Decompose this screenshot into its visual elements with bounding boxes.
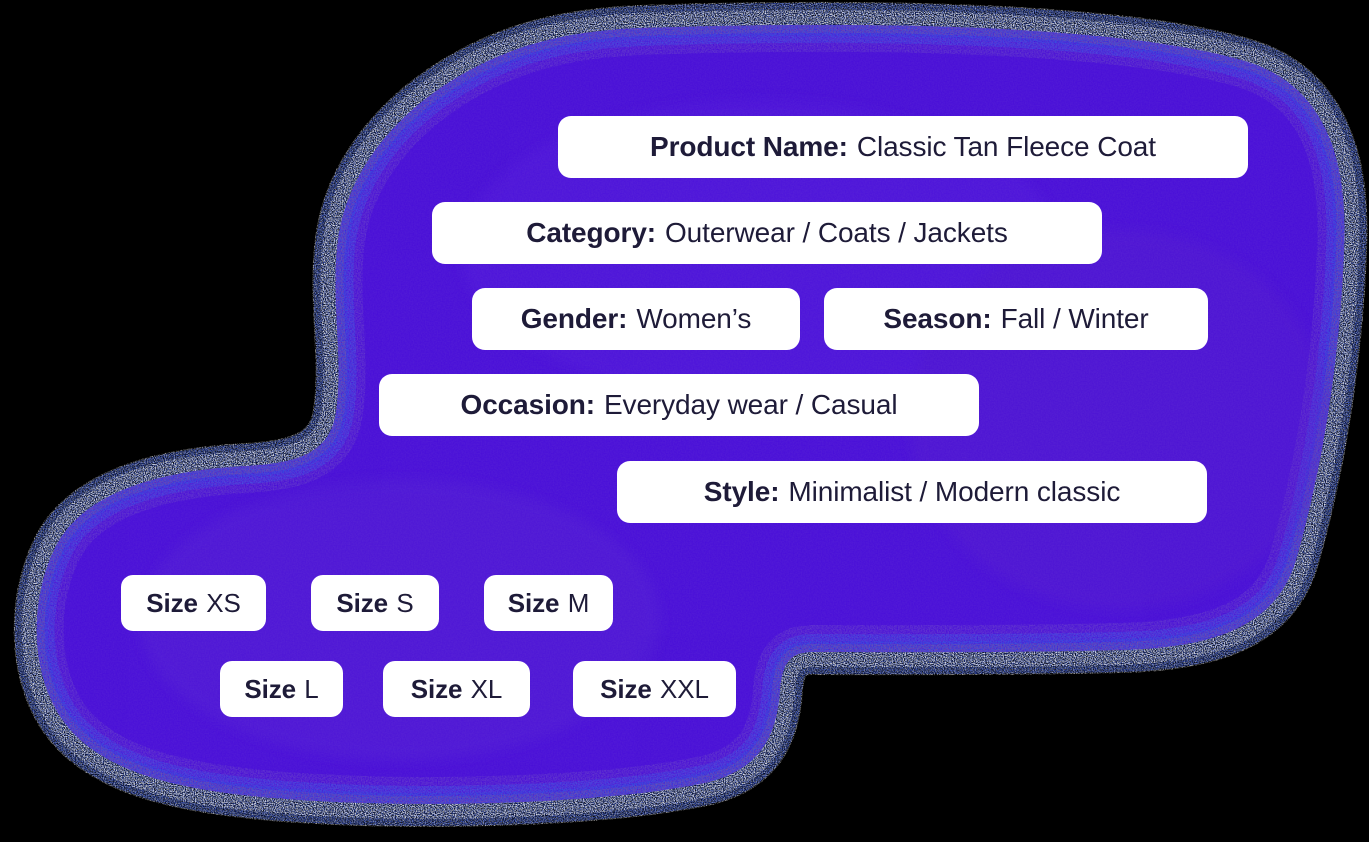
attribute-pill-product-name[interactable]: Product Name: Classic Tan Fleece Coat (558, 116, 1248, 178)
attribute-value-gender: Women’s (636, 303, 752, 334)
attribute-pill-category[interactable]: Category:Outerwear / Coats / Jackets (432, 202, 1102, 264)
size-chip-value: XS (206, 587, 241, 618)
attribute-value-style: Minimalist / Modern classic (788, 476, 1121, 507)
size-chip-value: M (567, 587, 590, 618)
attribute-label-product-name: Product Name: (650, 131, 848, 162)
size-chip-label: Size (410, 673, 463, 704)
size-chip-xs[interactable]: Size XS (121, 575, 266, 631)
size-chip-l[interactable]: Size L (220, 661, 343, 717)
size-chip-label: Size (244, 673, 296, 704)
size-chip-label: Size (600, 673, 652, 704)
size-chip-value: XL (470, 673, 503, 704)
attribute-value-occasion: Everyday wear / Casual (603, 389, 898, 420)
attribute-label-occasion: Occasion: (460, 389, 596, 420)
attribute-label-style: Style: (703, 476, 780, 507)
attribute-pill-occasion[interactable]: Occasion:Everyday wear / Casual (379, 374, 979, 436)
size-chip-value: S (396, 587, 414, 618)
attribute-value-category: Outerwear / Coats / Jackets (664, 217, 1008, 248)
attribute-value-season: Fall / Winter (1000, 303, 1149, 334)
attribute-pill-gender[interactable]: Gender: Women’s (472, 288, 800, 350)
attribute-pill-season[interactable]: Season: Fall / Winter (824, 288, 1208, 350)
size-chip-value: XXL (660, 673, 709, 704)
attribute-pill-style[interactable]: Style: Minimalist / Modern classic (617, 461, 1207, 523)
size-chip-label: Size (146, 587, 198, 618)
size-chip-label: Size (507, 587, 560, 618)
size-chip-xxl[interactable]: Size XXL (573, 661, 736, 717)
attribute-value-product-name: Classic Tan Fleece Coat (856, 131, 1156, 162)
attribute-label-season: Season: (883, 303, 992, 334)
attribute-label-category: Category: (526, 217, 657, 248)
attribute-label-gender: Gender: (520, 303, 628, 334)
size-chip-label: Size (336, 587, 389, 618)
size-chip-value: L (304, 673, 319, 704)
